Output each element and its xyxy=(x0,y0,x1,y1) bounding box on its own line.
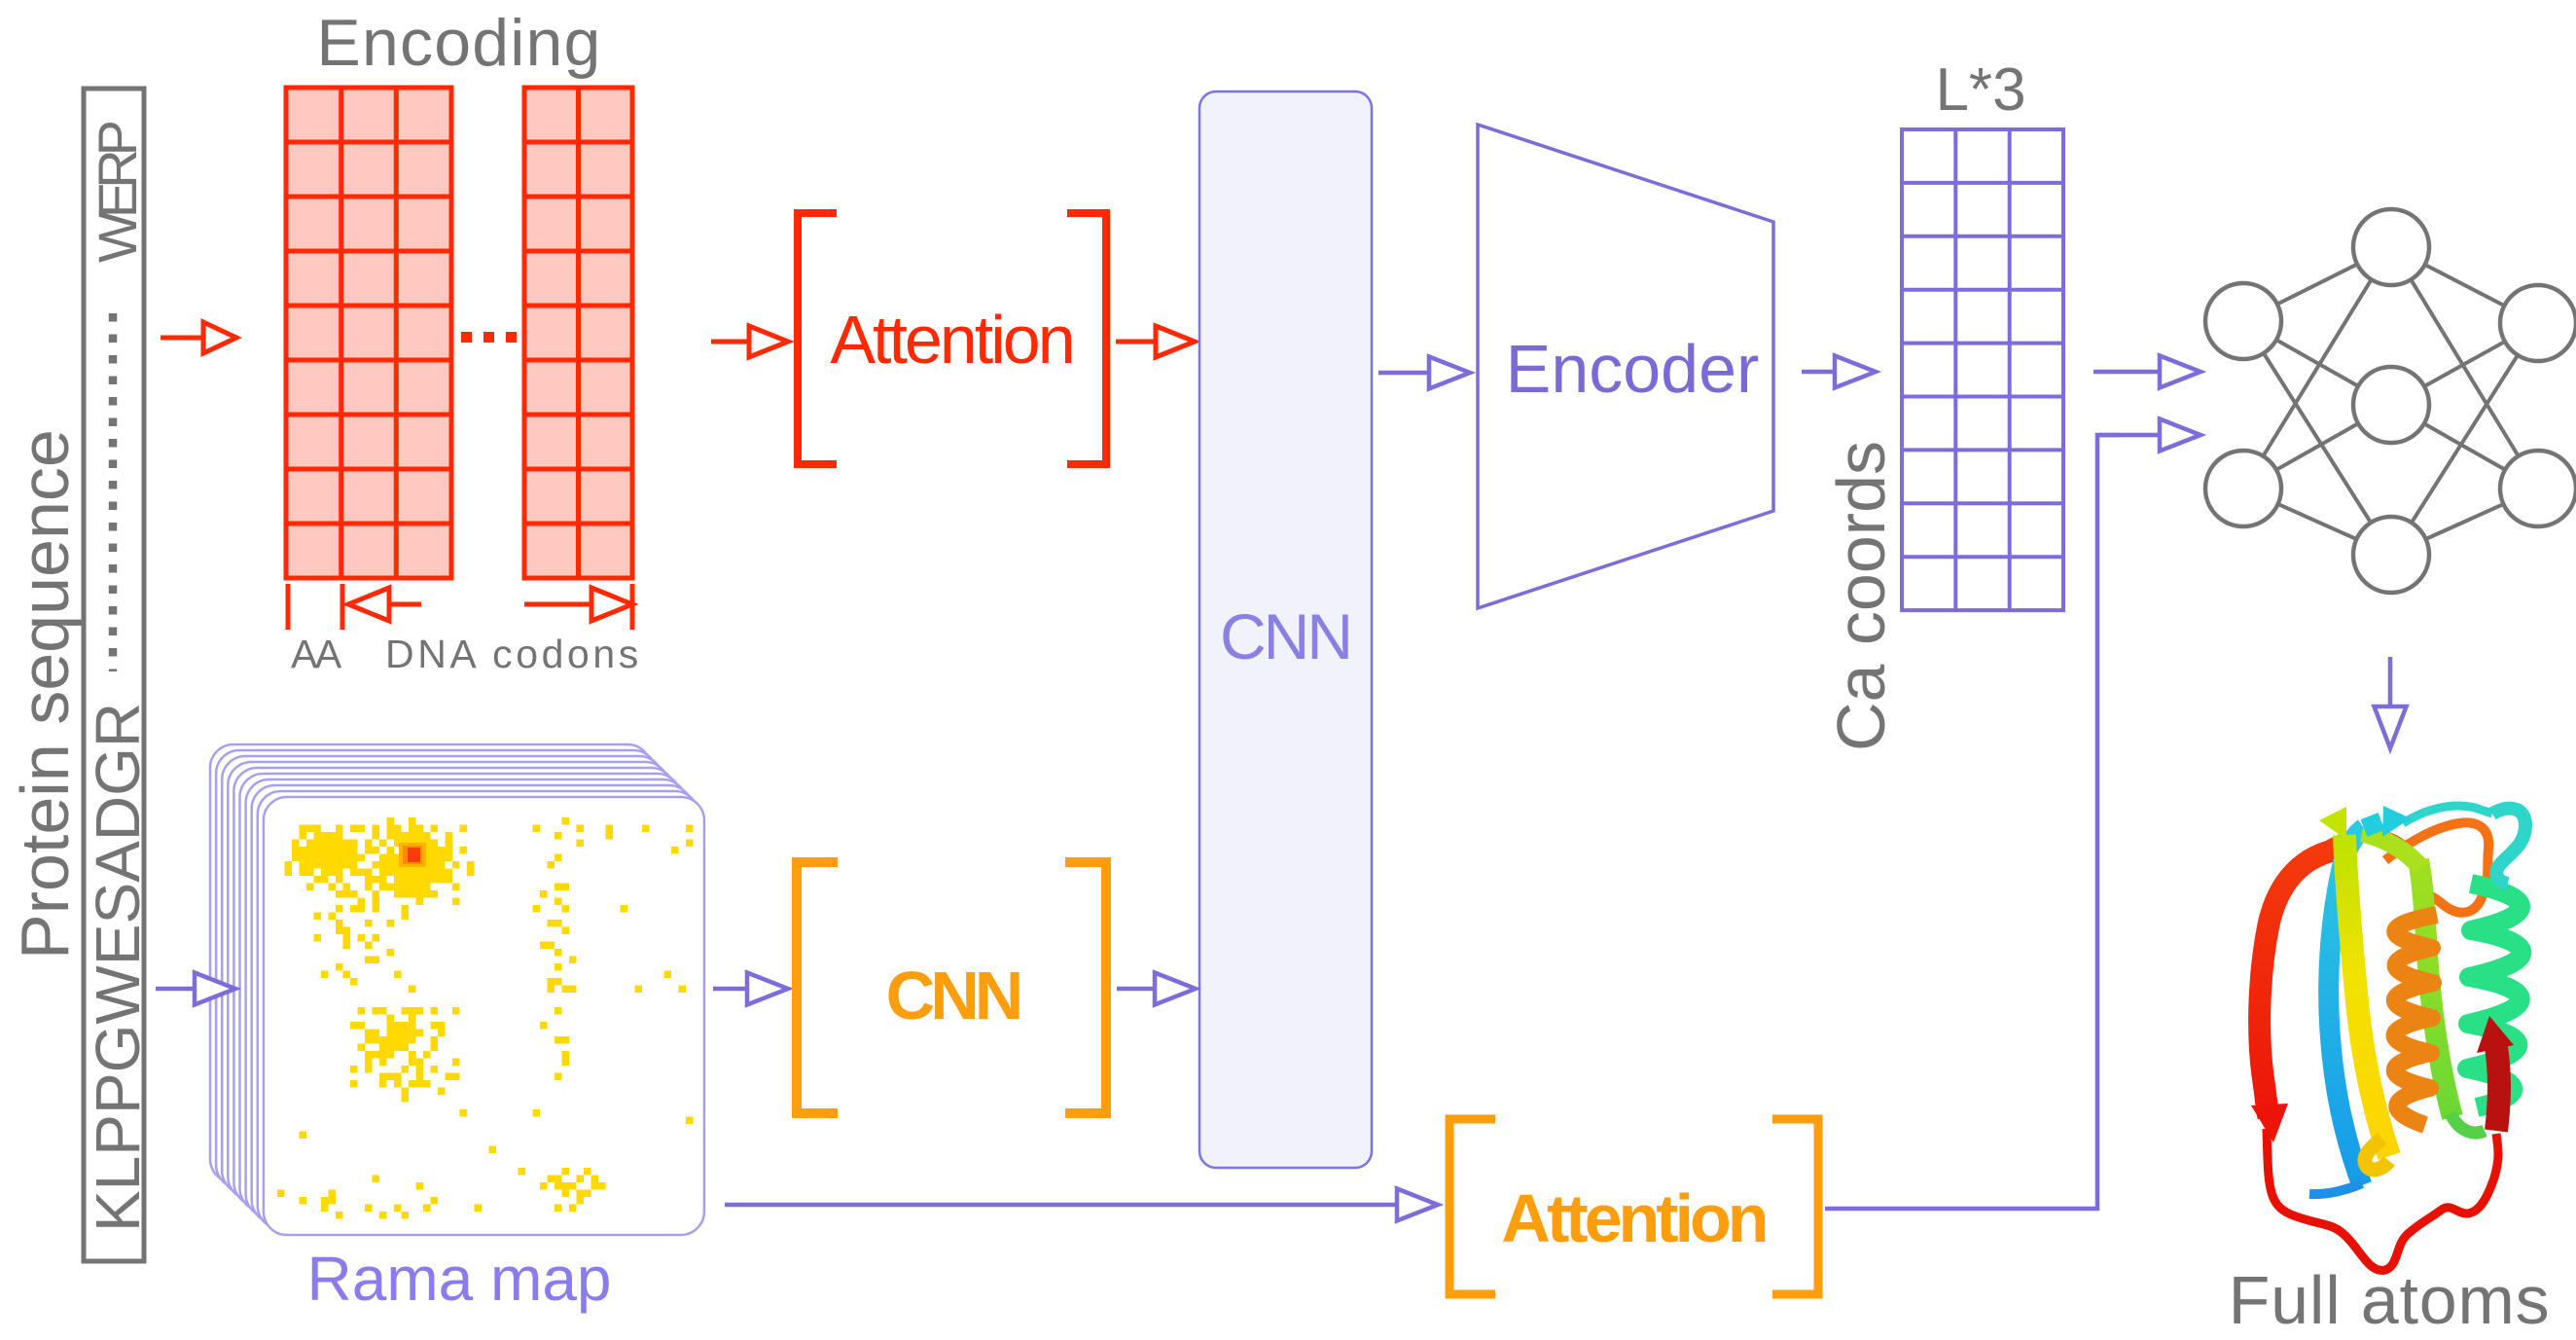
svg-text:Encoding: Encoding xyxy=(316,6,601,80)
svg-text:Full atoms: Full atoms xyxy=(2229,1262,2551,1338)
svg-text:WERP: WERP xyxy=(87,122,148,263)
svg-text:Ca coords: Ca coords xyxy=(1823,441,1899,751)
svg-text:DNA codons: DNA codons xyxy=(385,632,642,676)
svg-text:CNN: CNN xyxy=(886,958,1020,1033)
svg-text:L*3: L*3 xyxy=(1935,56,2025,124)
svg-text:KLPPGWESADGR: KLPPGWESADGR xyxy=(83,703,153,1232)
svg-text:CNN: CNN xyxy=(1220,600,1350,672)
svg-text:Protein sequence: Protein sequence xyxy=(7,429,83,960)
svg-text:Encoder: Encoder xyxy=(1506,331,1760,407)
svg-text:AA: AA xyxy=(291,632,342,676)
svg-text:Attention: Attention xyxy=(830,302,1072,378)
svg-text:Attention: Attention xyxy=(1501,1180,1765,1256)
svg-text:Rama map: Rama map xyxy=(307,1244,612,1314)
